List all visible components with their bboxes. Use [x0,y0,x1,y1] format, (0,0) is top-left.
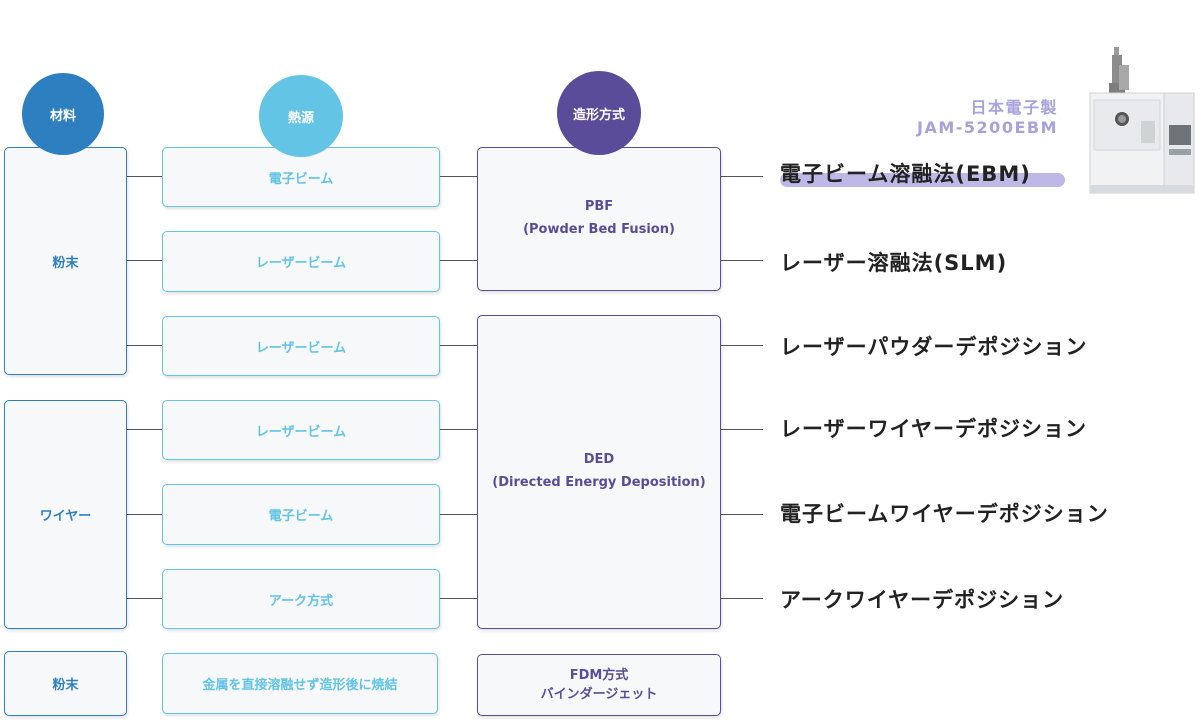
connector-line [127,514,162,515]
material-powder-sinter-label: 粉末 [52,678,79,693]
machine-maker: 日本電子製 [970,98,1058,117]
material-powder-sinter-box: 粉末 [4,651,127,716]
ebm-highlight [780,173,1065,187]
connector-line [127,176,162,177]
electron-beam-melting-machine-icon [1089,47,1195,194]
result-slm: レーザー溶融法(SLM) [780,251,1008,275]
method-ded-box: DED (Directed Energy Deposition) [477,315,721,629]
heat-source-box-3: レーザービーム [162,316,440,376]
heat-source-label-5: 電子ビーム [268,509,334,524]
machine-model: JAM-5200EBM [917,118,1058,137]
connector-line [440,514,477,515]
heat-source-label-3: レーザービーム [255,340,347,356]
heat-source-box-1: 電子ビーム [162,147,440,207]
connector-line [721,345,763,346]
method-header-label: 造形方式 [572,107,625,123]
connector-line [440,598,477,599]
connector-line [721,514,763,515]
connector-line [721,176,763,177]
heat-source-label-1: 電子ビーム [268,171,334,187]
method-fdm-box: FDM方式 バインダージェット [477,654,721,716]
result-laser-wire-deposition: レーザーワイヤーデポジション [780,417,1087,441]
connector-line [721,260,763,261]
result-laser-powder-deposition: レーザーパウダーデポジション [780,335,1088,359]
connector-line [440,176,477,177]
method-fdm-title: FDM方式 [569,667,629,683]
heat-source-box-6: アーク方式 [162,569,440,629]
heat-source-label-6: アーク方式 [268,593,334,609]
heat-source-label-4: レーザービーム [255,424,347,440]
material-header: 材料 [22,73,104,155]
connector-line [127,598,162,599]
method-header: 造形方式 [557,71,641,155]
heat-source-header-label: 熱源 [287,110,314,126]
result-electron-beam-wire-deposition: 電子ビームワイヤーデポジション [780,502,1109,526]
material-powder-box: 粉末 [4,147,127,375]
connector-line [721,598,763,599]
connector-line [440,345,477,346]
material-wire-label: ワイヤー [39,509,92,524]
method-pbf-title: PBF [584,199,614,215]
method-fdm-subtitle: バインダージェット [540,687,658,702]
connector-line [721,429,763,430]
connector-line [127,260,162,261]
connector-line [127,345,162,346]
material-wire-box: ワイヤー [4,400,127,629]
method-ded-title: DED [583,452,615,468]
connector-line [440,429,477,430]
method-pbf-subtitle: (Powder Bed Fusion) [523,222,675,237]
heat-source-box-4: レーザービーム [162,400,440,460]
heat-source-label-2: レーザービーム [255,256,347,271]
heat-source-box-7: 金属を直接溶融せず造形後に焼結 [162,653,438,714]
connector-line [127,429,162,430]
method-ded-subtitle: (Directed Energy Deposition) [492,475,706,490]
heat-source-box-5: 電子ビーム [162,484,440,545]
connector-line [440,260,477,261]
result-arc-wire-deposition: アークワイヤーデポジション [780,588,1065,612]
method-pbf-box: PBF (Powder Bed Fusion) [477,147,721,291]
material-header-label: 材料 [49,108,76,124]
material-powder-label: 粉末 [52,255,79,271]
result-ebm: 電子ビーム溶融法(EBM) [780,162,1031,186]
heat-source-box-2: レーザービーム [162,231,440,292]
heat-source-label-7: 金属を直接溶融せず造形後に焼結 [202,678,398,693]
heat-source-header: 熱源 [259,75,343,157]
